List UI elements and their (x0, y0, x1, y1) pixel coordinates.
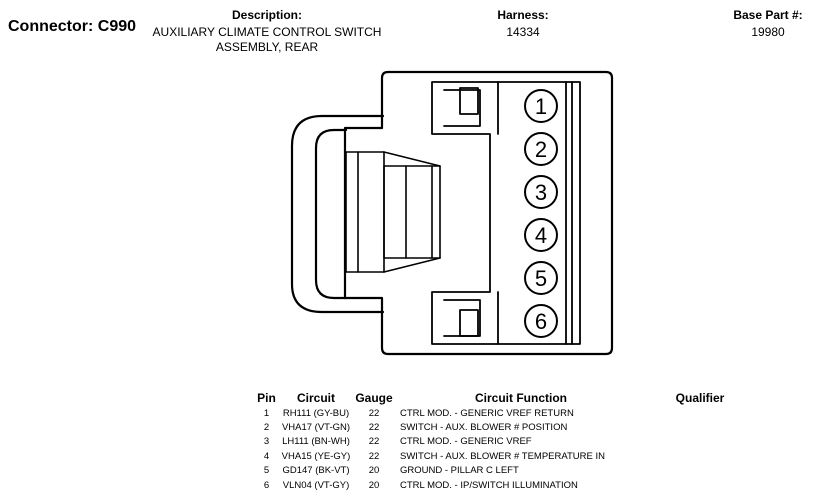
pin-circle (524, 218, 558, 252)
cell-gauge: 22 (368, 450, 380, 462)
description-line-2: ASSEMBLY, REAR (215, 40, 319, 54)
pin-circles: 1 2 3 4 5 6 (524, 89, 558, 338)
header-gauge: Gauge (355, 391, 393, 405)
pin-table: Pin Circuit Gauge Circuit Function Quali… (252, 390, 755, 492)
cell-qualifier (645, 464, 755, 478)
cell-circuit-function: CTRL MOD. - IP/SWITCH ILLUMINATION (400, 479, 578, 491)
pin-3: 3 (524, 175, 558, 209)
pin-number-label: 3 (535, 180, 547, 205)
cell-qualifier (645, 478, 755, 492)
pin-1: 1 (524, 89, 558, 123)
table-row: 1 RH111 (GY-BU) 22 CTRL MOD. - GENERIC VREF… (252, 406, 755, 420)
cell-circuit: LH111 (BN-WH) (282, 436, 350, 448)
table-row: 2 VHA17 (VT-GN) 22 SWITCH - AUX. BLOWER # P… (252, 420, 755, 434)
header-qualifier: Qualifier (675, 391, 725, 405)
latch-arm-outer (290, 114, 385, 314)
pin-6: 6 (524, 304, 558, 338)
pin-number-label: 5 (535, 266, 547, 291)
cell-qualifier (645, 449, 755, 463)
cell-gauge: 22 (368, 422, 380, 434)
cell-circuit: VHA15 (YE-GY) (281, 450, 351, 462)
cell-pin: 3 (263, 436, 270, 448)
header-circuit-function: Circuit Function (475, 391, 567, 405)
harness-label: Harness: (497, 8, 549, 22)
pin-table-header: Pin Circuit Gauge Circuit Function Quali… (252, 390, 755, 406)
connector-title: Connector: C990 (8, 18, 137, 35)
pin-number-label: 2 (535, 137, 547, 162)
latch-lock (345, 151, 441, 273)
cell-circuit-function: CTRL MOD. - GENERIC VREF RETURN (400, 407, 574, 419)
cell-circuit-function: GROUND - PILLAR C LEFT (400, 465, 519, 477)
harness-block: Harness: 14334 (468, 8, 578, 39)
pin-number-label: 1 (535, 94, 547, 119)
cell-gauge: 20 (368, 465, 380, 477)
description-label: Description: (231, 8, 302, 22)
cell-circuit: VLN04 (VT-GY) (282, 479, 350, 491)
cell-qualifier (645, 435, 755, 449)
pin-number-label: 4 (535, 223, 547, 248)
connector-diagram: 1 2 3 4 5 6 (290, 70, 614, 356)
latch-arm (314, 128, 348, 300)
table-row: 6 VLN04 (VT-GY) 20 CTRL MOD. - IP/SWITCH IL… (252, 478, 755, 492)
cell-pin: 4 (263, 450, 270, 462)
base-part-block: Base Part #: 19980 (720, 8, 816, 39)
harness-value: 14334 (506, 25, 540, 39)
header-pin: Pin (257, 391, 276, 405)
pin-2: 2 (524, 132, 558, 166)
cell-gauge: 20 (368, 479, 380, 491)
cell-gauge: 22 (368, 436, 380, 448)
cell-pin: 2 (263, 422, 270, 434)
pin-circle (524, 89, 558, 123)
pin-circle (524, 175, 558, 209)
header-circuit: Circuit (296, 391, 335, 405)
table-row: 4 VHA15 (YE-GY) 22 SWITCH - AUX. BLOWER # T… (252, 449, 755, 463)
pin-circle (524, 132, 558, 166)
description-line-1: AUXILIARY CLIMATE CONTROL SWITCH (152, 25, 382, 39)
cavity-frame (431, 81, 581, 345)
base-part-value: 19980 (751, 25, 785, 39)
cell-circuit-function: SWITCH - AUX. BLOWER # TEMPERATURE IN (400, 450, 605, 462)
pin-circle (524, 304, 558, 338)
table-row: 3 LH111 (BN-WH) 22 CTRL MOD. - GENERIC VREF (252, 435, 755, 449)
cell-pin: 5 (263, 465, 270, 477)
cell-gauge: 22 (368, 407, 380, 419)
cell-circuit-function: CTRL MOD. - GENERIC VREF (400, 436, 532, 448)
description-block: Description: AUXILIARY CLIMATE CONTROL S… (150, 8, 384, 55)
cell-qualifier (645, 420, 755, 434)
cell-qualifier (645, 406, 755, 420)
base-part-label: Base Part #: (733, 8, 803, 22)
cell-pin: 1 (263, 407, 270, 419)
cell-circuit: GD147 (BK-VT) (282, 465, 350, 477)
cell-circuit: VHA17 (VT-GN) (281, 422, 351, 434)
cell-circuit-function: SWITCH - AUX. BLOWER # POSITION (400, 422, 568, 434)
connector-housing (343, 70, 614, 356)
pin-4: 4 (524, 218, 558, 252)
pin-number-label: 6 (535, 309, 547, 334)
table-row: 5 GD147 (BK-VT) 20 GROUND - PILLAR C LEFT (252, 464, 755, 478)
pin-circle (524, 261, 558, 295)
pin-5: 5 (524, 261, 558, 295)
cell-pin: 6 (263, 479, 270, 491)
cell-circuit: RH111 (GY-BU) (282, 407, 350, 419)
